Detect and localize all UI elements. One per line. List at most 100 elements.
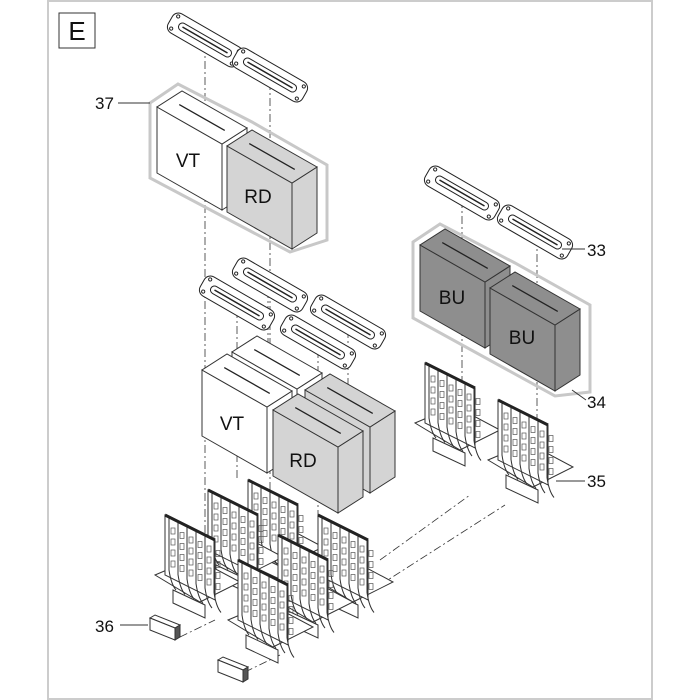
module-label-bu-right: BU: [509, 328, 535, 349]
screw-hole: [499, 218, 504, 223]
connector-foot: [172, 589, 206, 619]
connector-cell: [521, 432, 527, 440]
screw-hole: [208, 277, 213, 282]
frame: [47, 0, 653, 700]
connector-cell: [258, 558, 264, 565]
gasket-slot-line: [182, 26, 228, 54]
module-bu-right: [489, 271, 581, 392]
connector-cell: [548, 468, 554, 475]
connector-cell: [179, 565, 185, 572]
connector-cell: [323, 527, 329, 535]
guide-line: [379, 494, 471, 561]
connector-cell: [298, 537, 304, 544]
connector-top-bar: [237, 558, 289, 587]
connector-cell: [448, 406, 454, 414]
callouts: 37 33 34 35 36: [95, 94, 606, 636]
spacer-36-2: [216, 656, 250, 683]
connector-cell: [279, 590, 285, 598]
connector-cell: [292, 552, 298, 559]
connector-cell: [503, 423, 509, 431]
module-group-outline: [411, 222, 592, 398]
connector-cell: [261, 614, 267, 622]
gasket-slot-line: [325, 308, 371, 336]
connector-cell: [240, 538, 246, 545]
connector-pin: [168, 517, 177, 591]
section-label: E: [68, 16, 85, 46]
connector-cell: [332, 554, 338, 561]
connector-cell: [283, 569, 289, 577]
connector-pin: [537, 420, 546, 494]
connector-pin: [241, 562, 250, 636]
connector-cell: [430, 408, 436, 416]
connector-cell: [466, 404, 472, 412]
connector-cell: [319, 598, 325, 606]
connector-cell: [243, 605, 249, 613]
gasket-slot-line: [214, 289, 260, 317]
connector-cell: [258, 547, 264, 554]
connector-cell: [512, 450, 518, 457]
screw-hole: [169, 26, 174, 31]
connector-cell: [292, 563, 298, 570]
connector-cell: [448, 384, 454, 392]
connector-cell: [341, 569, 347, 577]
connector-cell: [439, 413, 445, 420]
connector-pin: [268, 575, 277, 649]
connector-cell: [213, 524, 219, 532]
connector-cell: [179, 543, 185, 550]
screw-hole: [433, 167, 438, 172]
connector-cell: [521, 454, 527, 462]
connector-cell: [328, 592, 334, 599]
screw-hole: [486, 214, 491, 219]
connector-cell: [271, 534, 277, 542]
module-group-outline: [148, 82, 329, 254]
screw-hole: [176, 14, 181, 19]
connector-pin: [286, 584, 295, 658]
callout-36: 36: [95, 617, 114, 636]
gasket-bu-left: [423, 165, 501, 221]
connector-cell: [262, 508, 268, 515]
connector-cell: [539, 430, 545, 438]
connector-cell: [240, 516, 246, 523]
connector-cell: [475, 420, 481, 427]
screw-hole: [294, 306, 299, 311]
callout-33: 33: [587, 241, 606, 260]
screw-hole: [506, 206, 511, 211]
connector-cell: [350, 574, 356, 581]
connector-cell: [512, 439, 518, 446]
connector-cell: [539, 452, 545, 460]
connector-35-bu-left: [413, 361, 502, 467]
module-slot: [294, 406, 342, 435]
connector-pin: [428, 365, 437, 439]
connector-cell: [170, 560, 176, 568]
connector-cell: [231, 544, 237, 552]
gasket-slot-line: [247, 61, 293, 89]
connector-cell: [252, 588, 258, 595]
connector-pin: [213, 539, 222, 613]
connector-cell: [243, 594, 249, 602]
connector-cell: [298, 515, 304, 522]
connector-cell: [270, 619, 276, 626]
connector-cell: [319, 587, 325, 595]
connector-pin: [519, 411, 528, 485]
connector-foot: [432, 437, 466, 467]
module-slot: [326, 386, 374, 415]
connector-cell: [179, 554, 185, 561]
connector-cell: [521, 421, 527, 429]
screw-hole: [319, 296, 324, 301]
connector-cell: [548, 446, 554, 453]
gasket-slot-line: [295, 328, 341, 356]
connector-cell: [270, 597, 276, 604]
connector-cell: [188, 558, 194, 566]
connector-cell: [280, 506, 286, 513]
connector-pin: [473, 387, 482, 461]
screw-hole: [301, 294, 306, 299]
parts: [148, 12, 592, 683]
connector-cell: [512, 417, 518, 424]
connector-cell: [188, 536, 194, 544]
connector-cell: [430, 397, 436, 405]
connector-cell: [280, 528, 286, 535]
connector-top-bar: [317, 513, 369, 542]
gasket-slot-line: [439, 179, 485, 207]
connector-cell: [323, 538, 329, 546]
